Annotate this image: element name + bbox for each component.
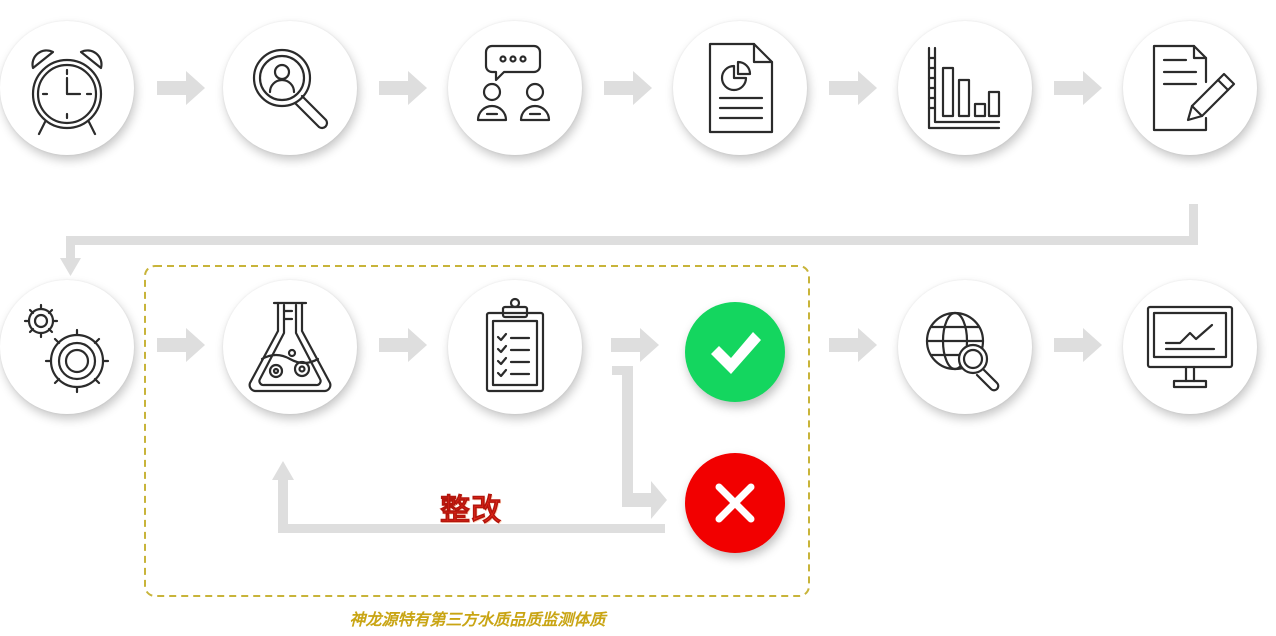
flow-arrow <box>829 328 877 362</box>
flow-arrow <box>379 328 427 362</box>
step-edit-document <box>1123 21 1257 155</box>
step-data-analysis <box>898 21 1032 155</box>
monitor-chart-icon <box>1146 305 1234 389</box>
pass-check-icon <box>711 332 761 374</box>
consultation-icon <box>476 44 551 122</box>
flow-arrow <box>611 328 659 362</box>
flow-arrow <box>157 328 205 362</box>
step-inspection-checklist <box>448 280 582 414</box>
step-monitoring-screen <box>1123 280 1257 414</box>
fail-branch-arrow <box>612 366 667 519</box>
alarm-clock-icon <box>31 49 103 136</box>
user-search-icon <box>252 48 329 130</box>
fail-cross-icon <box>715 483 755 523</box>
report-document-icon <box>708 42 774 134</box>
bar-chart-icon <box>927 46 1001 130</box>
clipboard-checklist-icon <box>485 297 545 393</box>
rectify-loop-arrow <box>272 461 665 533</box>
step-consultation <box>448 21 582 155</box>
return-connector <box>1189 204 1198 245</box>
diagram-caption: 神龙源特有第三方水质品质监测体质 <box>349 610 606 629</box>
flow-arrow <box>829 71 877 105</box>
flow-arrow <box>157 71 205 105</box>
step-user-search <box>223 21 357 155</box>
pass-result <box>685 302 785 402</box>
step-lab-testing <box>223 280 357 414</box>
flow-arrow <box>1054 71 1102 105</box>
step-alarm-clock <box>0 21 134 155</box>
flask-icon <box>248 301 332 393</box>
flow-arrow <box>1054 328 1102 362</box>
gears-icon <box>23 303 110 394</box>
step-report <box>673 21 807 155</box>
rectify-label: 整改 <box>440 493 502 529</box>
edit-document-icon <box>1152 44 1236 132</box>
flow-arrow <box>604 71 652 105</box>
step-online-query <box>898 280 1032 414</box>
fail-result <box>685 453 785 553</box>
step-gears <box>0 280 134 414</box>
flow-arrow <box>379 71 427 105</box>
globe-search-icon <box>925 311 1000 392</box>
